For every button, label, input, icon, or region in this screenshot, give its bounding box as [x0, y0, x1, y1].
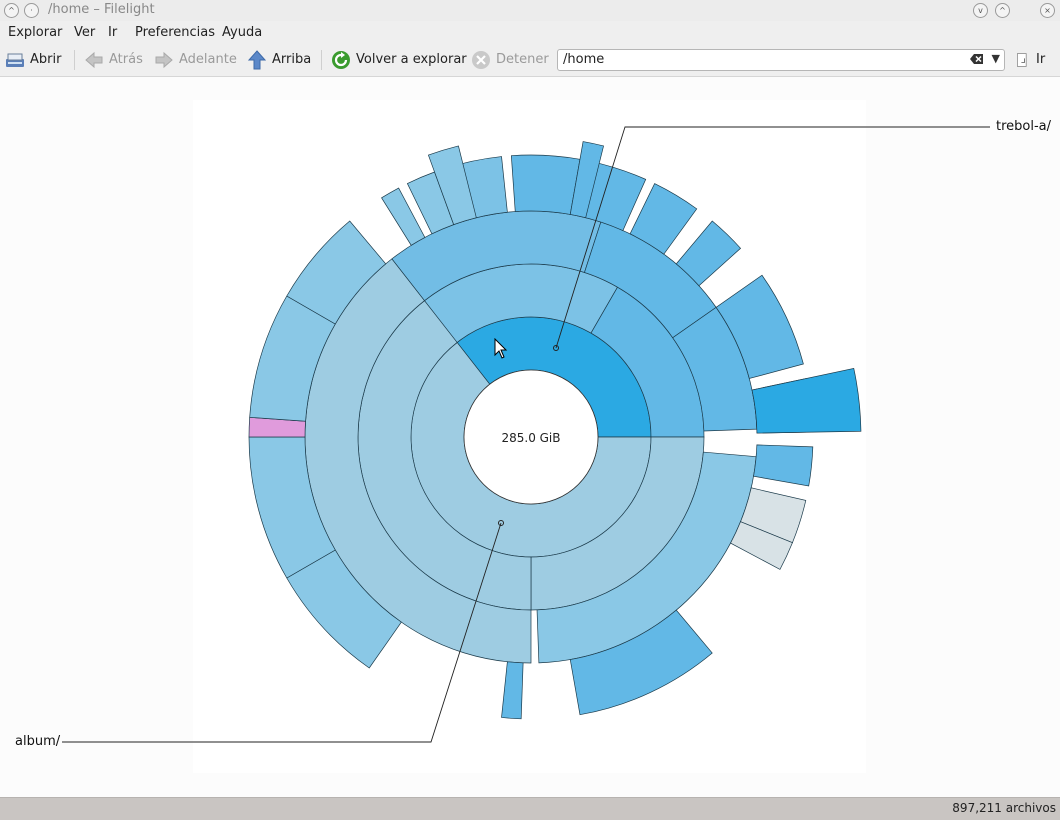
- center-circle[interactable]: [463, 369, 599, 505]
- keep-above-icon[interactable]: ·: [24, 3, 39, 18]
- label-trebol-a[interactable]: trebol-a/: [994, 119, 1054, 134]
- close-icon[interactable]: ×: [1040, 3, 1055, 18]
- segment-r4[interactable]: [501, 661, 524, 720]
- open-label: Abrir: [30, 52, 62, 67]
- segment-r4[interactable]: [675, 220, 742, 287]
- back-button[interactable]: Atrás: [84, 43, 143, 76]
- stop-icon: [472, 50, 490, 69]
- forward-button[interactable]: Adelante: [154, 43, 237, 76]
- callout-dot-bottom: [498, 520, 504, 526]
- back-label: Atrás: [109, 52, 143, 67]
- scanner-icon: [6, 53, 24, 67]
- up-label: Arriba: [272, 52, 312, 67]
- segment-r4[interactable]: [730, 521, 793, 570]
- title-bar: ^ · /home – Filelight v ^ ×: [0, 0, 1060, 22]
- callout-line-bottom: [62, 522, 502, 743]
- go-icon: [1017, 52, 1027, 67]
- segment-r4[interactable]: [510, 154, 581, 215]
- callout-dot-top: [553, 345, 559, 351]
- menu-ver[interactable]: Ver: [74, 25, 96, 40]
- forward-label: Adelante: [179, 52, 237, 67]
- segment-r4[interactable]: [381, 187, 426, 246]
- stop-button[interactable]: Detener: [471, 43, 549, 76]
- rescan-label: Volver a explorar: [356, 52, 467, 67]
- toolbar-separator: [321, 50, 322, 70]
- refresh-icon: [332, 50, 350, 69]
- arrow-left-icon: [85, 51, 103, 68]
- location-value: /home: [563, 52, 605, 67]
- segment-r5[interactable]: [569, 141, 605, 219]
- up-button[interactable]: Arriba: [247, 43, 311, 76]
- minimize-icon[interactable]: v: [973, 3, 988, 18]
- arrow-right-icon: [155, 51, 173, 68]
- stop-label: Detener: [496, 52, 549, 67]
- menu-ir[interactable]: Ir: [108, 25, 118, 40]
- rescan-button[interactable]: Volver a explorar: [331, 43, 467, 76]
- open-button[interactable]: Abrir: [5, 43, 61, 76]
- menu-bar: Explorar Ver Ir Preferencias Ayuda: [0, 21, 1060, 43]
- chevron-down-icon[interactable]: ▼: [991, 52, 1000, 65]
- segment-r4[interactable]: [286, 220, 387, 325]
- go-button[interactable]: Ir: [1015, 43, 1045, 76]
- toolbar-separator: [74, 50, 75, 70]
- go-label: Ir: [1036, 52, 1046, 67]
- segment-r4[interactable]: [753, 444, 814, 487]
- clear-text-icon[interactable]: [970, 53, 984, 65]
- mouse-cursor-icon: [494, 338, 508, 359]
- menu-preferencias[interactable]: Preferencias: [135, 25, 216, 40]
- window-title: /home – Filelight: [48, 2, 155, 17]
- segment-r5[interactable]: [751, 367, 862, 434]
- label-album[interactable]: album/: [13, 734, 63, 749]
- window-menu-icon[interactable]: ^: [4, 3, 19, 18]
- menu-ayuda[interactable]: Ayuda: [222, 25, 263, 40]
- total-size-text: 285.0 GiB: [501, 431, 560, 445]
- segment-r5[interactable]: [427, 145, 477, 226]
- segment-r4[interactable]: [715, 274, 804, 379]
- file-count: 897,211 archivos: [952, 801, 1056, 815]
- arrow-up-icon: [247, 49, 267, 69]
- segment-r3[interactable]: [536, 451, 757, 664]
- status-bar: 897,211 archivos: [0, 797, 1060, 820]
- maximize-icon[interactable]: ^: [995, 3, 1010, 18]
- location-input[interactable]: /home ▼: [557, 49, 1005, 71]
- callout-line-top: [555, 126, 990, 349]
- segment-r4[interactable]: [629, 183, 698, 255]
- menu-explorar[interactable]: Explorar: [8, 25, 63, 40]
- segment-r4[interactable]: [569, 609, 713, 716]
